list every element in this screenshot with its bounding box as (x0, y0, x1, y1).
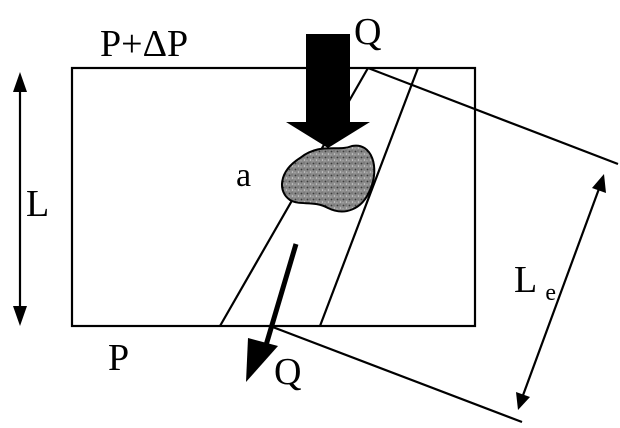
arrow-down-left-icon (246, 243, 299, 382)
projection-line-top (367, 66, 619, 166)
effective-length-main: L (514, 259, 536, 301)
bottom-pressure-label: P (108, 337, 129, 379)
effective-length-subscript: e (545, 280, 556, 306)
particle-blob (281, 144, 376, 213)
effective-length-label: L e (514, 259, 556, 306)
flow-in-label: Q (354, 11, 381, 53)
channel-right-wall (318, 67, 420, 327)
length-label: L (26, 183, 49, 225)
flow-out-label: Q (274, 351, 301, 393)
projection-line-bottom (269, 324, 523, 424)
top-pressure-label: P+ΔP (100, 23, 188, 65)
length-arrow (13, 72, 27, 326)
sample-rectangle (70, 66, 477, 328)
particle-label: a (236, 157, 251, 194)
effective-length-arrow (516, 174, 606, 410)
thick-arrow-down-icon (286, 34, 370, 148)
